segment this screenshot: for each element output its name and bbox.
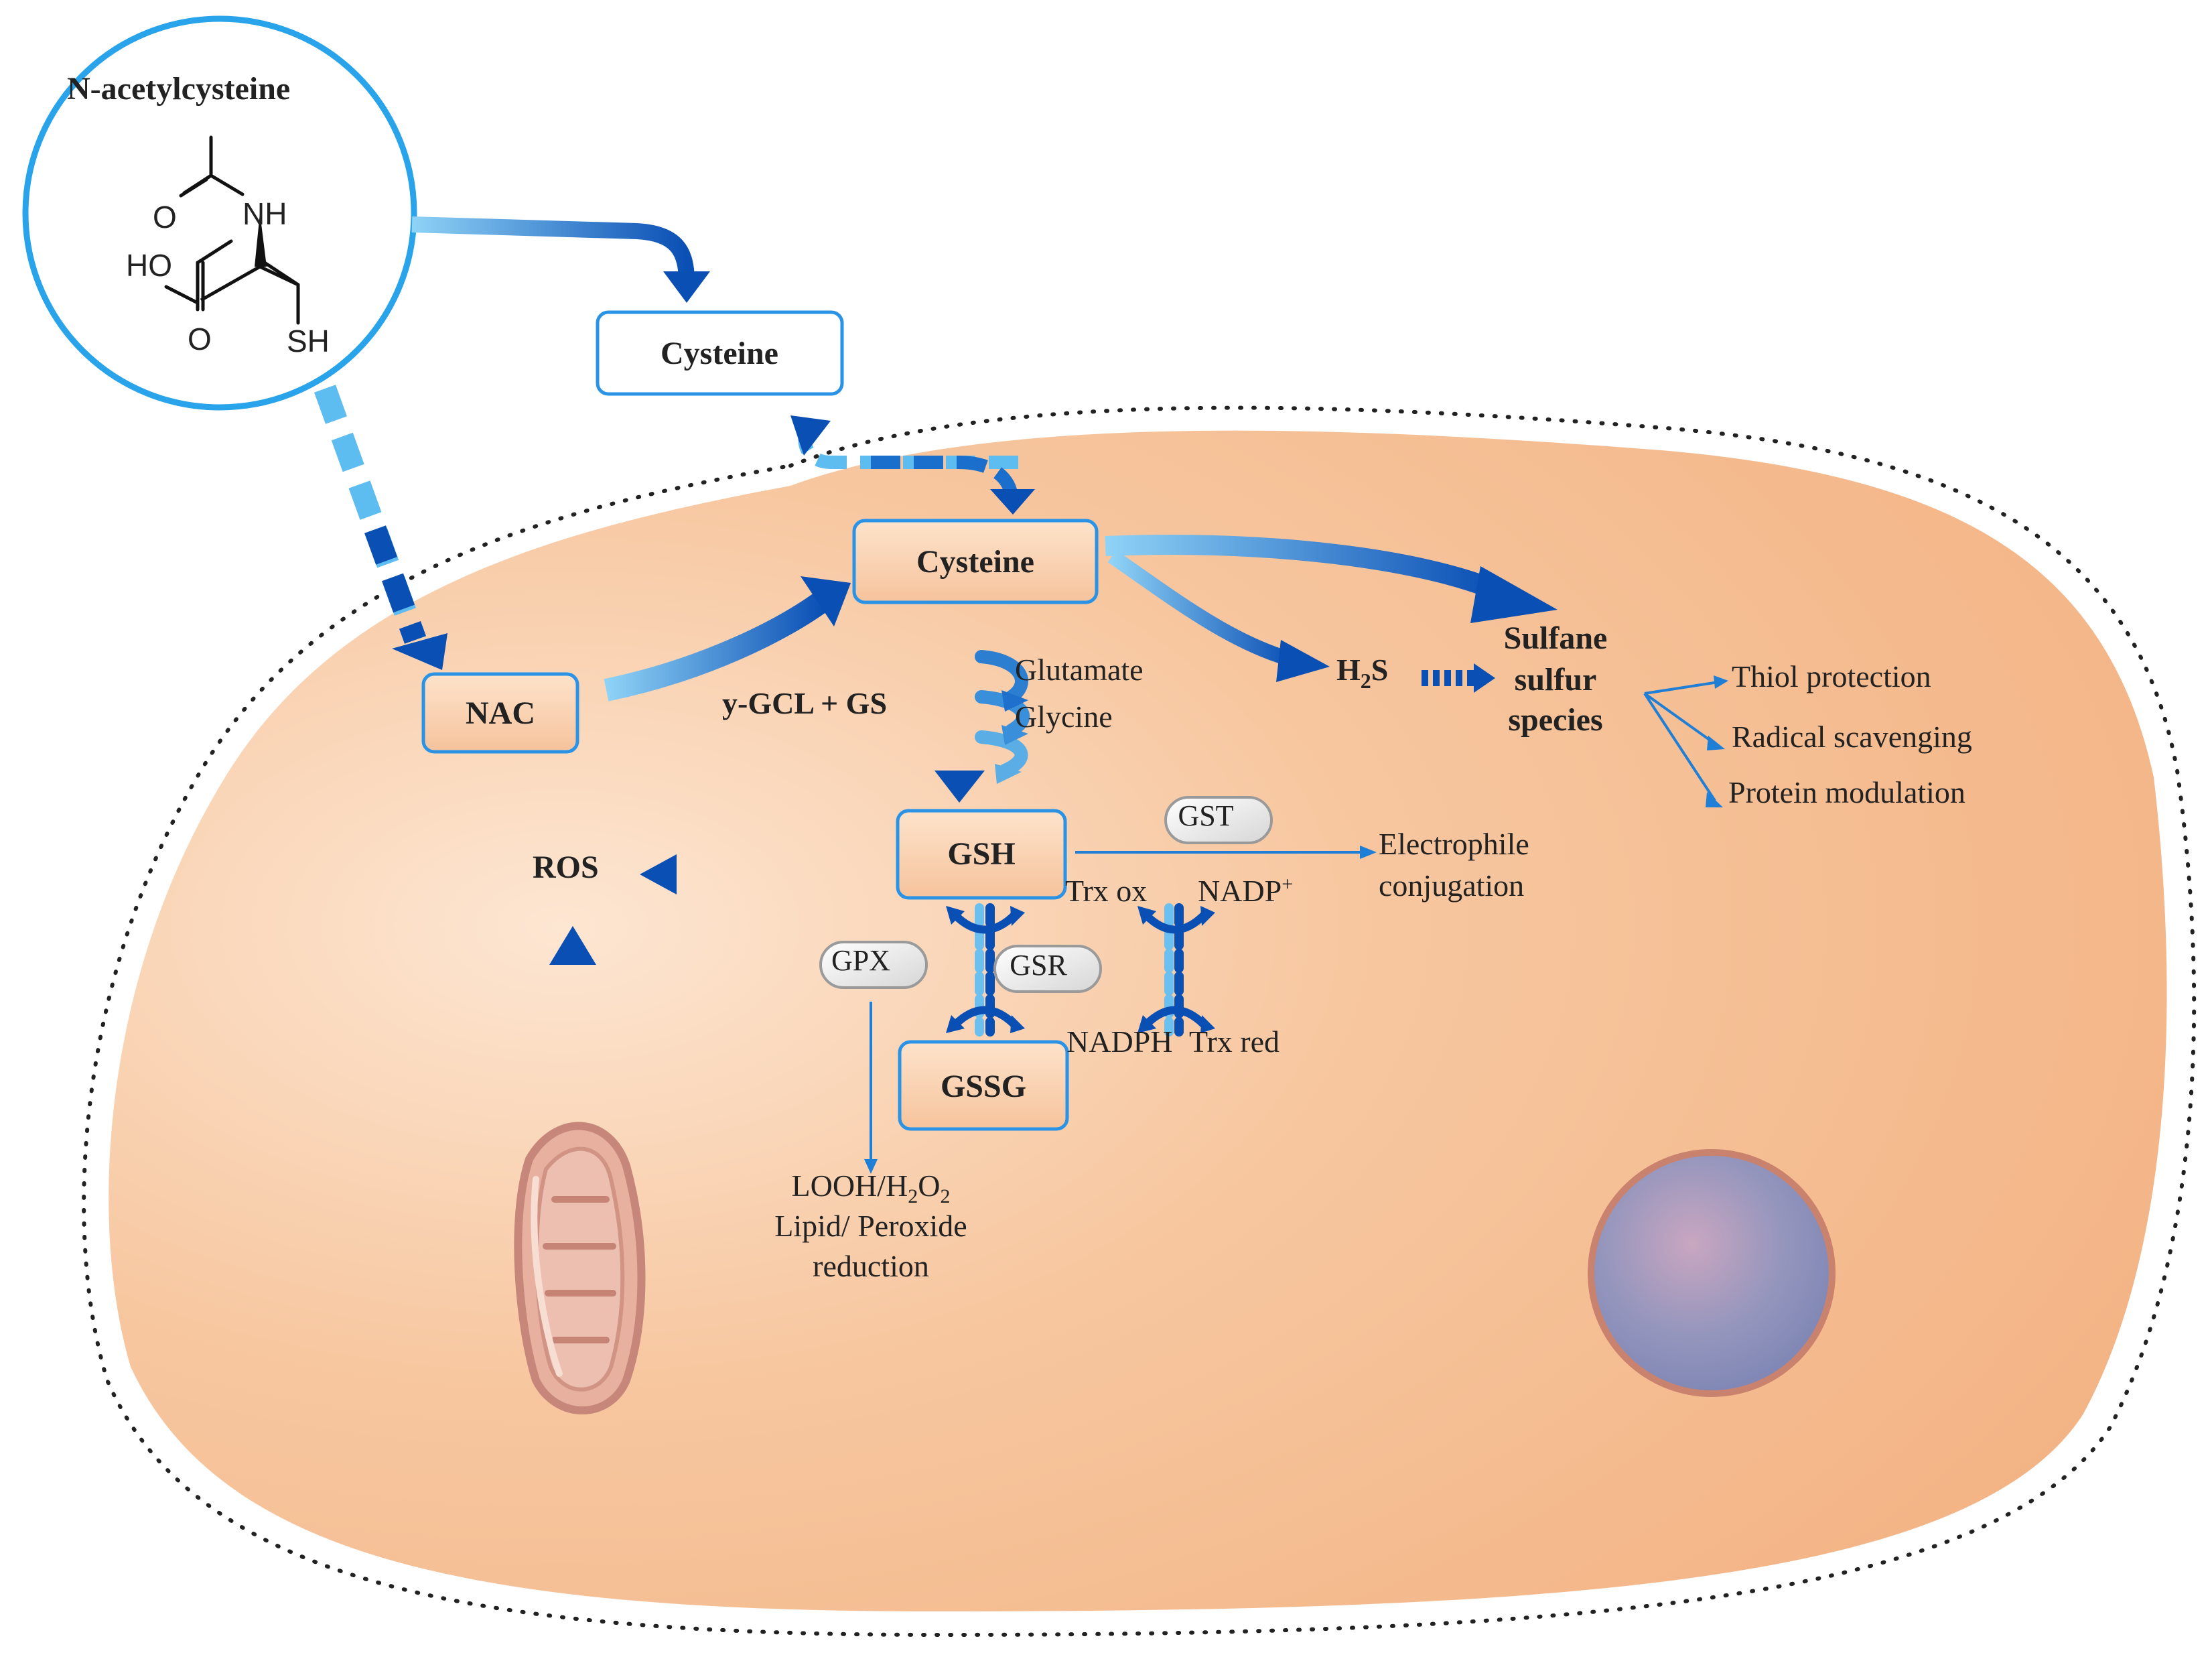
molecule-wedge-bond [255,213,267,267]
peroxide-formula-a: LOOH/H [792,1169,908,1203]
node-sulfane-sulfur-species: Sulfane sulfur species [1504,620,1608,738]
node-gsh: GSH [896,809,1067,900]
molecule-bond-ch-cooh [200,265,261,302]
arrow-gpx-reduction [864,1002,878,1174]
node-gssg-label: GSSG [941,1069,1026,1104]
arrow-h2s-to-sulfane [1422,663,1495,693]
peroxide-formula: LOOH/H2O2 [792,1169,951,1207]
arrow-cysteine-to-h2s [1107,549,1330,682]
label-nadph: NADPH [1066,1024,1172,1059]
enzyme-gst-label: GST [1178,799,1233,832]
enzyme-gpx: GPX [819,941,928,989]
molecule-bond-ch-ch2 [259,265,299,287]
node-gsh-label: GSH [947,836,1015,872]
molecule-circle [22,15,417,411]
redox-cycle-gsr [946,903,1025,1037]
effect-protein-modulation: Protein modulation [1728,775,1965,809]
h2s-subscript: 2 [1361,669,1371,693]
enzyme-gpx-label: GPX [831,944,890,977]
arrow-nac-uptake [314,385,447,670]
outcome-electrophile-2: conjugation [1379,868,1524,903]
label-nadp: NADP+ [1198,873,1293,908]
nucleus [1588,1149,1836,1397]
arrow-nac-to-cysteine-inside [604,576,851,702]
peroxide-line-1: Lipid/ Peroxide [774,1209,967,1243]
nadp-main: NADP [1198,874,1282,908]
node-cysteine-outside-label: Cysteine [661,336,778,371]
node-cysteine-inside: Cysteine [852,519,1099,604]
cell-cytoplasm [109,430,2167,1611]
arrow-cysteine-to-gsh [935,616,985,803]
arrow-sulfane-effects [1643,675,1728,807]
label-glycine: Glycine [1015,700,1113,734]
h2s-main: H [1336,653,1361,687]
sulfane-line-3: species [1508,702,1602,738]
arrow-cysteine-transport [790,415,1035,515]
arrow-gst-conjugation [1075,846,1377,859]
outcome-electrophile-1: Electrophile [1379,827,1529,861]
effect-radical-scavenging: Radical scavenging [1732,720,1972,754]
label-glutamate: Glutamate [1015,653,1144,687]
node-ros: ROS [533,850,599,885]
peroxide-formula-c: O [918,1169,940,1203]
atom-o-acid: O [188,322,212,356]
sulfane-line-2: sulfur [1515,662,1597,697]
enzyme-gsr-label: GSR [1010,949,1067,982]
atom-ho: HO [126,248,172,283]
atom-nh: NH [243,196,287,231]
peroxide-line-2: reduction [813,1249,929,1283]
nadp-superscript: + [1282,873,1293,895]
peroxide-formula-b: 2 [908,1185,918,1207]
enzyme-gcl-gs: y-GCL + GS [722,686,887,720]
effect-thiol-protection: Thiol protection [1732,659,1931,693]
peroxide-formula-d: 2 [941,1185,951,1207]
molecule-name: N-acetylcysteine [67,71,290,107]
outcome-peroxide-reduction: LOOH/H2O2 Lipid/ Peroxide reduction [774,1169,967,1283]
node-gssg: GSSG [898,1040,1069,1131]
enzyme-gsr: GSR [993,945,1102,993]
node-nac: NAC [421,672,579,754]
arrow-cysteine-to-sulfane [1105,535,1558,623]
node-nac-label: NAC [466,695,535,731]
node-cysteine-inside-label: Cysteine [916,544,1034,580]
node-cysteine-outside: Cysteine [596,310,844,396]
label-trx-ox: Trx ox [1065,874,1147,908]
arrow-gsh-to-ros [640,854,884,894]
sulfane-line-1: Sulfane [1504,620,1608,656]
arrow-glutamate-glycine-input [975,650,1030,784]
atom-sh: SH [287,324,330,358]
redox-cycle-trx [1137,903,1215,1037]
arrow-mito-to-ros [549,926,596,1099]
mitochondrion [514,1122,646,1414]
node-h2s: H2S [1336,653,1388,693]
arrow-nac-to-cysteine [411,216,710,303]
label-trx-red: Trx red [1189,1024,1280,1059]
enzyme-gst: GST [1164,796,1273,844]
h2s-tail: S [1371,653,1389,687]
nac-molecule: N-acetylcysteine O NH HO O SH [22,15,417,411]
atom-o-carbonyl: O [153,200,177,235]
